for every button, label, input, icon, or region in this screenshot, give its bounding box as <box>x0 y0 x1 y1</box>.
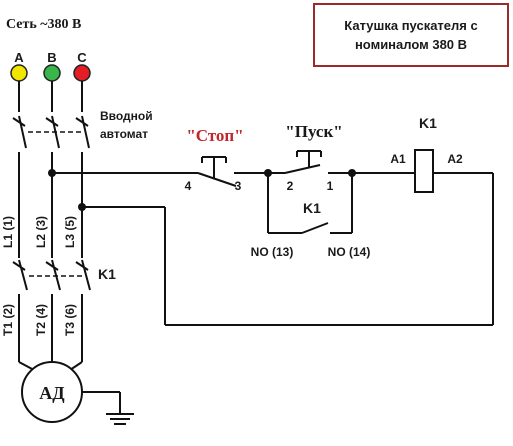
phase-b-lamp <box>43 64 61 82</box>
coil-note-line2: номиналом 380 В <box>355 37 467 52</box>
start-pin-1: 1 <box>327 179 334 193</box>
terminal-t2: T2 (4) <box>34 304 48 336</box>
self-hold-no-13: NO (13) <box>251 245 294 259</box>
start-button-label: "Пуск" <box>285 122 342 141</box>
power-contacts-label: K1 <box>98 266 116 282</box>
terminal-l3: L3 (5) <box>63 216 77 248</box>
stop-pin-3: 3 <box>235 179 242 193</box>
phase-b-letter: B <box>47 50 56 65</box>
start-pin-2: 2 <box>287 179 294 193</box>
supply-title: Сеть ~380 В <box>6 17 81 32</box>
phase-c-letter: C <box>77 50 87 65</box>
self-hold-no-14: NO (14) <box>328 245 371 259</box>
junction-start-right <box>348 169 356 177</box>
phase-a-lamp <box>10 64 28 82</box>
junction-start-left <box>264 169 272 177</box>
power-contacts <box>12 259 91 291</box>
stop-button-label: "Стоп" <box>186 126 243 145</box>
terminal-t3: T3 (6) <box>63 304 77 336</box>
breaker-label-line2: автомат <box>100 127 148 141</box>
ground-icon <box>82 391 134 425</box>
self-hold-contact <box>301 222 329 234</box>
stop-button-contact <box>197 156 237 187</box>
coil-pin-a1: A1 <box>390 152 406 166</box>
breaker-contacts <box>12 115 90 149</box>
terminal-t1: T1 (2) <box>1 304 15 336</box>
coil-label: K1 <box>419 115 437 131</box>
coil-note-line1: Катушка пускателя с <box>344 18 477 33</box>
phase-a-letter: A <box>14 50 24 65</box>
motor-label: АД <box>39 383 65 403</box>
terminal-l1: L1 (1) <box>1 216 15 248</box>
coil-note-box <box>313 3 509 67</box>
phase-c-lamp <box>73 64 91 82</box>
phase-wires-top <box>18 81 83 112</box>
coil-symbol <box>414 149 434 193</box>
control-wiring <box>52 172 494 326</box>
terminal-l2: L2 (3) <box>34 216 48 248</box>
coil-pin-a2: A2 <box>447 152 463 166</box>
start-button-contact <box>284 150 322 174</box>
stop-pin-4: 4 <box>185 179 192 193</box>
self-hold-label: K1 <box>303 200 321 216</box>
breaker-label-line1: Вводной <box>100 109 153 123</box>
